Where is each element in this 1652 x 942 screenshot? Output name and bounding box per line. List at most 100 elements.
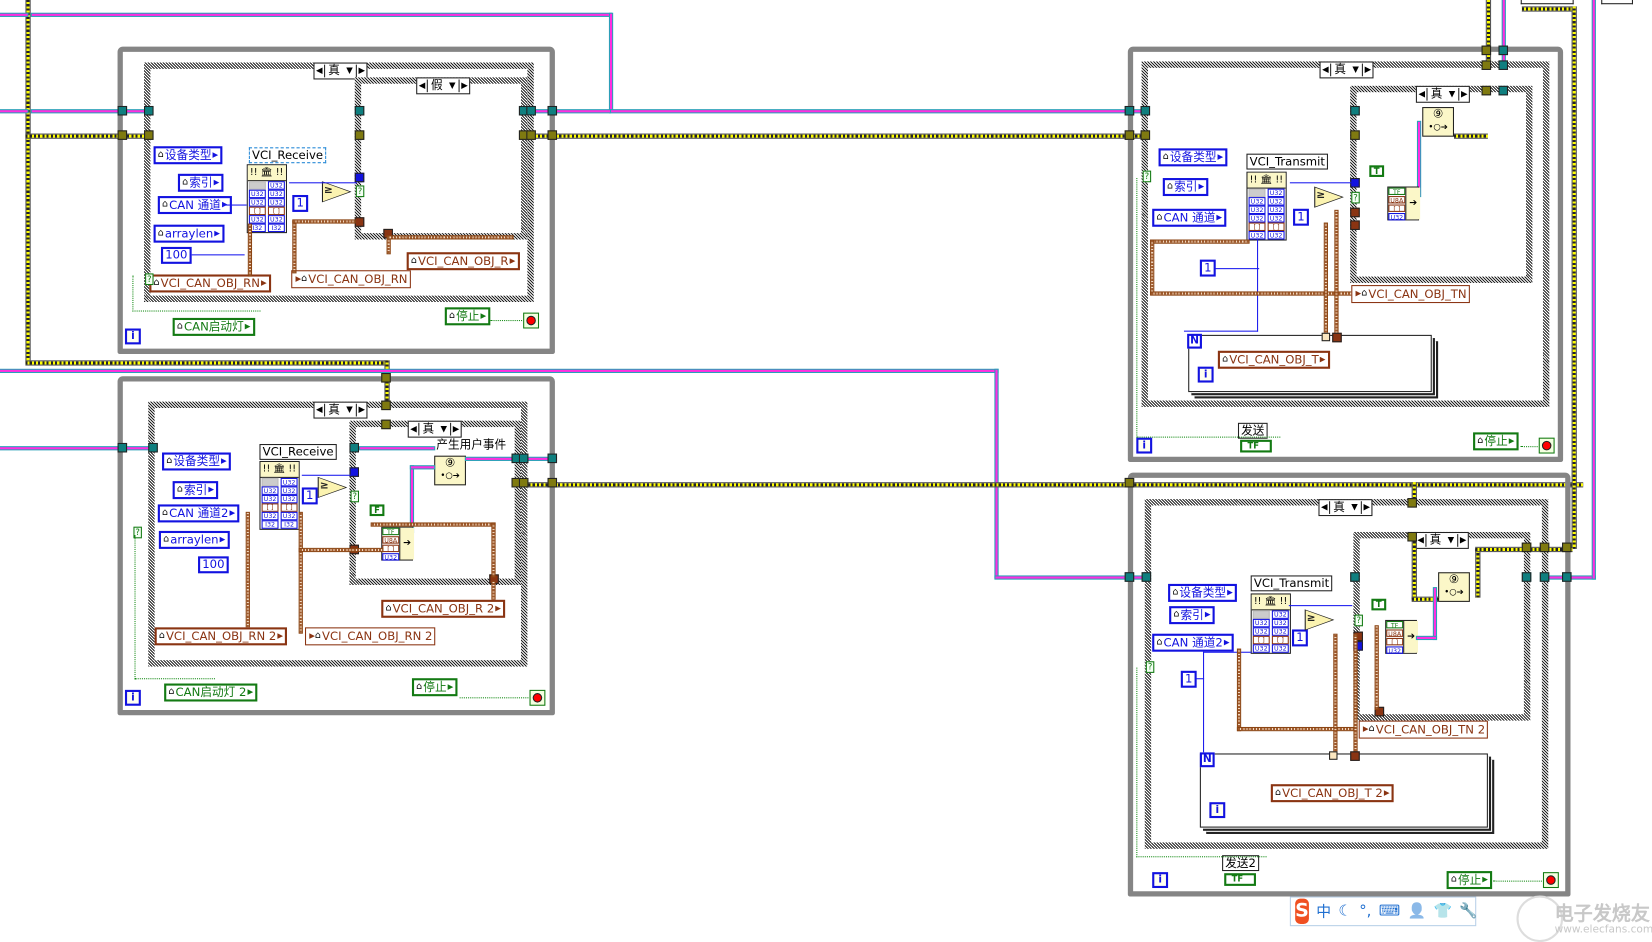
tunnel[interactable] [1407, 498, 1417, 508]
array-wire[interactable] [1334, 209, 1339, 340]
tunnel[interactable] [354, 172, 365, 183]
tunnel[interactable] [1350, 130, 1360, 140]
dropdown-icon[interactable]: ▼ [1351, 502, 1358, 512]
compare-constant[interactable]: 1 [292, 194, 309, 212]
arrow-left-icon[interactable]: ◀ [316, 65, 323, 76]
tunnel[interactable] [1521, 572, 1532, 582]
punctuation-icon[interactable]: °, [1359, 902, 1372, 920]
boolean-wire[interactable] [1520, 445, 1538, 448]
tunnel[interactable] [1539, 572, 1550, 582]
case-selector[interactable]: ◀ 真▼ ▶ [1414, 531, 1469, 549]
error-wire[interactable] [1475, 548, 1481, 598]
numeric-wire[interactable] [1214, 268, 1260, 270]
tunnel[interactable] [1562, 542, 1572, 553]
refnum-wire[interactable] [1416, 636, 1437, 639]
dropdown-icon[interactable]: ▼ [1352, 64, 1359, 75]
tunnel[interactable] [1350, 207, 1360, 218]
local-can-led[interactable]: ⌂CAN启动灯 2▶ [164, 683, 258, 702]
count-constant[interactable]: 1 [1180, 670, 1197, 688]
local-stop[interactable]: ⌂停止▶ [1446, 871, 1493, 890]
tunnel[interactable] [1562, 572, 1572, 582]
user-icon[interactable]: 👤 [1407, 902, 1427, 920]
refnum-wire[interactable] [465, 457, 556, 460]
tunnel[interactable] [1332, 332, 1342, 343]
boolean-wire[interactable] [1136, 178, 1281, 438]
index-tunnel[interactable] [1321, 332, 1331, 342]
arrow-left-icon[interactable]: ◀ [1322, 64, 1329, 75]
timeout-constant[interactable]: 100 [198, 556, 229, 574]
loop-condition-stop[interactable] [1542, 872, 1559, 889]
tunnel[interactable] [1124, 572, 1135, 582]
compare-constant[interactable]: 1 [1293, 208, 1309, 226]
while-loop-transmit-2[interactable] [1127, 472, 1571, 897]
refnum-wire[interactable] [410, 466, 435, 469]
refnum-wire[interactable] [410, 466, 414, 532]
boolean-wire[interactable] [132, 275, 261, 312]
local-obj-t[interactable]: ⌂VCI_CAN_OBJ_T 2▶ [1270, 784, 1394, 803]
local-can-led[interactable]: ⌂CAN启动灯▶ [172, 317, 255, 336]
boolean-constant[interactable]: F [369, 504, 385, 517]
dropdown-icon[interactable]: ▼ [1448, 89, 1456, 99]
tunnel[interactable] [117, 130, 128, 140]
tunnel[interactable] [1140, 105, 1151, 116]
local-index[interactable]: ⌂索引▶ [172, 481, 219, 500]
tunnel[interactable] [1124, 105, 1135, 116]
boolean-wire[interactable] [134, 535, 215, 680]
error-wire[interactable] [25, 133, 1487, 139]
arrow-left-icon[interactable]: ◀ [1321, 502, 1328, 512]
refnum-wire[interactable] [1502, 0, 1505, 113]
ime-mode-chinese[interactable]: 中 [1316, 903, 1332, 921]
case-structure-inner[interactable] [354, 77, 528, 240]
loop-condition-stop[interactable] [523, 312, 540, 329]
arrow-left-icon[interactable]: ◀ [418, 80, 426, 91]
numeric-wire[interactable] [191, 254, 245, 256]
refnum-wire[interactable] [360, 447, 435, 450]
skin-icon[interactable]: 👕 [1433, 902, 1452, 920]
greater-or-equal-node[interactable] [1304, 609, 1335, 631]
generate-user-event-node[interactable]: ⑨•○➔ [1422, 107, 1455, 137]
tunnel[interactable] [1539, 542, 1550, 553]
refnum-wire[interactable] [0, 13, 28, 16]
tunnel[interactable] [1350, 178, 1360, 188]
tunnel[interactable] [1498, 45, 1509, 56]
tunnel[interactable] [349, 442, 360, 453]
arrow-right-icon[interactable]: ▶ [452, 423, 460, 434]
arrow-right-icon[interactable]: ▶ [358, 404, 366, 415]
case-structure-inner[interactable] [349, 420, 522, 585]
local-device-type[interactable]: ⌂设备类型▶ [1168, 583, 1238, 602]
case-selector[interactable]: ◀ 真▼ ▶ [1319, 61, 1374, 79]
while-loop-receive-2[interactable] [117, 376, 555, 716]
local-can-channel[interactable]: ⌂CAN 通道▶ [1152, 208, 1227, 227]
local-obj-r[interactable]: ⌂VCI_CAN_OBJ_R 2▶ [381, 599, 506, 618]
tunnel[interactable] [381, 400, 391, 411]
dropdown-icon[interactable]: ▼ [346, 65, 353, 76]
refnum-wire[interactable] [1418, 121, 1421, 197]
tunnel[interactable] [117, 442, 128, 453]
error-wire[interactable] [384, 482, 1584, 488]
tunnel[interactable] [547, 477, 558, 488]
local-obj-t[interactable]: ⌂VCI_CAN_OBJ_T▶ [1217, 350, 1330, 369]
dropdown-icon[interactable]: ▼ [346, 404, 353, 415]
arrow-left-icon[interactable]: ◀ [316, 404, 323, 415]
tunnel[interactable] [1350, 572, 1360, 582]
boolean-wire[interactable] [459, 687, 529, 699]
local-obj-rn-out[interactable]: ▶⌂VCI_CAN_OBJ_RN 2 [304, 627, 436, 646]
local-obj-rn-in[interactable]: ⌂VCI_CAN_OBJ_RN▶ [149, 274, 271, 293]
local-obj-rn-in[interactable]: ⌂VCI_CAN_OBJ_RN 2▶ [154, 627, 288, 646]
array-wire[interactable] [292, 220, 297, 274]
case-selector[interactable]: ◀ 真▼ ▶ [1318, 499, 1373, 517]
numeric-wire[interactable] [1257, 238, 1259, 332]
tunnel[interactable] [381, 373, 391, 383]
index-tunnel[interactable] [1329, 751, 1338, 760]
local-index[interactable]: ⌂索引▶ [1169, 606, 1215, 625]
error-wire[interactable] [25, 360, 388, 366]
generate-user-event-node[interactable]: ⑨•○➔ [434, 455, 466, 486]
error-wire[interactable] [1521, 6, 1573, 12]
local-device-type[interactable]: ⌂设备类型▶ [162, 452, 231, 471]
numeric-wire[interactable] [1183, 330, 1259, 332]
tunnel[interactable] [1140, 130, 1151, 140]
sogou-logo-icon[interactable]: S [1295, 898, 1309, 925]
local-index[interactable]: ⌂索引▶ [177, 173, 224, 192]
